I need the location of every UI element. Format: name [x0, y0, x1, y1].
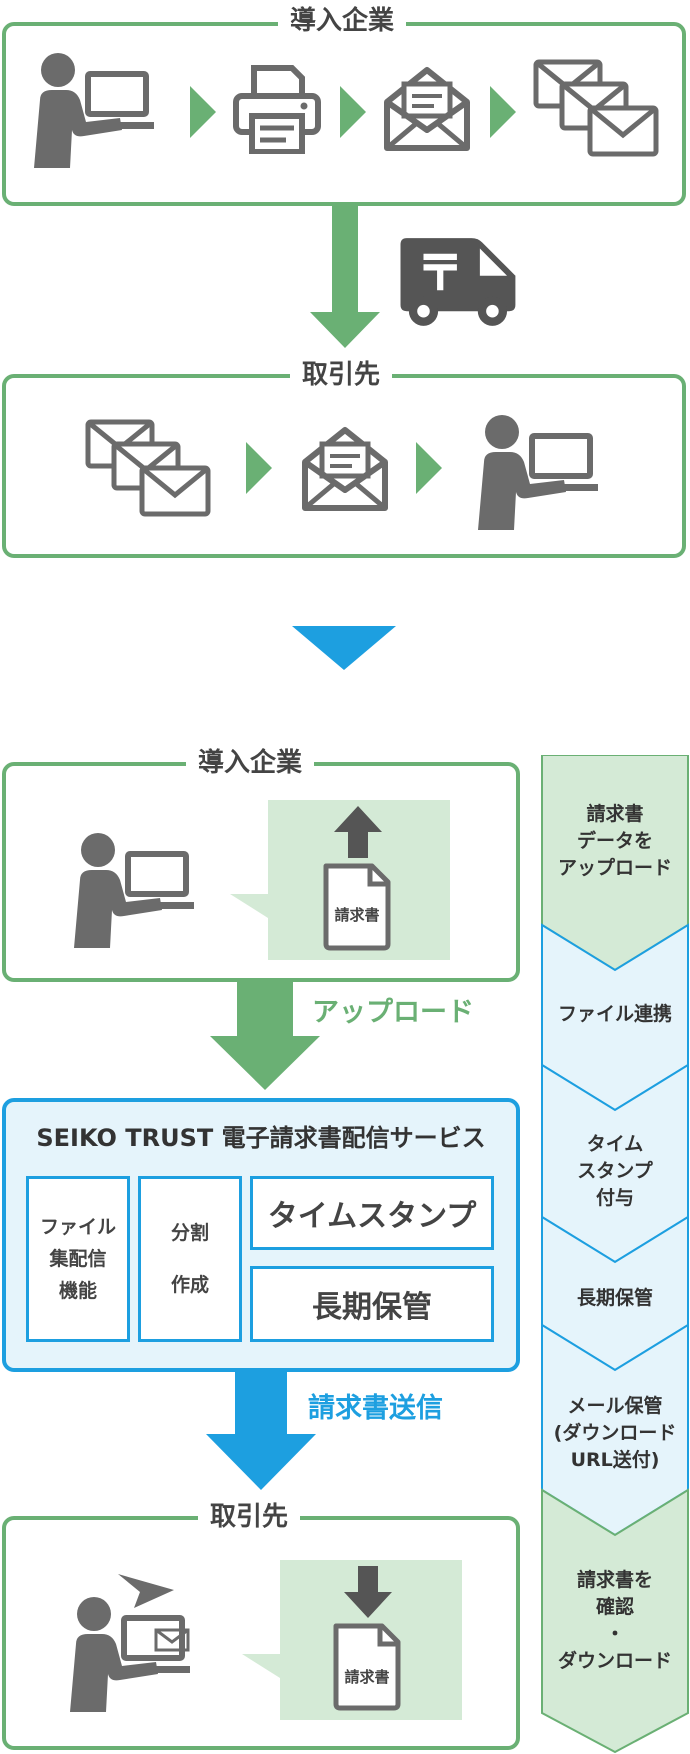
open-envelope-icon [382, 64, 472, 154]
download-arrow-icon [344, 1566, 392, 1618]
step-label-file-link: ファイル連携 [557, 1003, 672, 1025]
chevron-right-icon [416, 442, 442, 494]
down-arrow-green [310, 204, 380, 348]
after-partner-title: 取引先 [198, 1502, 301, 1532]
service-timestamp: タイムスタンプ [250, 1176, 494, 1250]
invoice-doc-label: 請求書 [344, 1668, 390, 1686]
person-computer-icon [472, 412, 622, 532]
person-computer-icon [28, 50, 178, 170]
step-label-mail: メール保管 (ダウンロード URL送付) [553, 1395, 677, 1471]
before-company-title: 導入企業 [278, 6, 407, 36]
printer-icon [232, 64, 322, 154]
down-arrow-green [210, 982, 320, 1090]
chevron-right-icon [490, 86, 516, 138]
person-computer-icon [64, 1594, 214, 1714]
invoice-doc-label: 請求書 [334, 906, 380, 924]
chevron-right-icon [190, 86, 216, 138]
down-arrow-blue [206, 1372, 316, 1490]
send-label: 請求書送信 [308, 1393, 443, 1424]
upload-arrow-icon [334, 806, 382, 858]
envelopes-stack-icon [532, 58, 662, 158]
service-split-create: 分割 作成 [138, 1176, 242, 1342]
before-partner-title: 取引先 [290, 360, 393, 390]
truck-icon [396, 236, 522, 330]
service-long-term-storage: 長期保管 [250, 1266, 494, 1342]
process-stepper [541, 755, 689, 1754]
step-label-confirm: 請求書を 確認 ・ ダウンロード [557, 1569, 672, 1672]
step-label-storage: 長期保管 [576, 1287, 653, 1309]
person-computer-icon [68, 830, 218, 950]
chevron-right-icon [340, 86, 366, 138]
after-company-title: 導入企業 [186, 748, 315, 778]
mail-screen-icon [154, 1628, 190, 1652]
service-title: SEIKO TRUST 電子請求書配信サービス [36, 1124, 486, 1152]
paper-plane-icon [118, 1574, 174, 1608]
chevron-right-icon [246, 442, 272, 494]
transition-down-triangle [292, 626, 396, 670]
upload-label: アップロード [312, 997, 474, 1028]
stepper-labels: 請求書 データを アップロード ファイル連携 タイム スタンプ 付与 長期保管 … [540, 755, 690, 1754]
open-envelope-icon [300, 424, 390, 514]
envelopes-stack-icon [84, 418, 214, 518]
step-label-timestamp: タイム スタンプ 付与 [577, 1133, 653, 1209]
service-file-delivery: ファイル 集配信 機能 [26, 1176, 130, 1342]
step-label-upload: 請求書 データを アップロード [557, 803, 672, 879]
